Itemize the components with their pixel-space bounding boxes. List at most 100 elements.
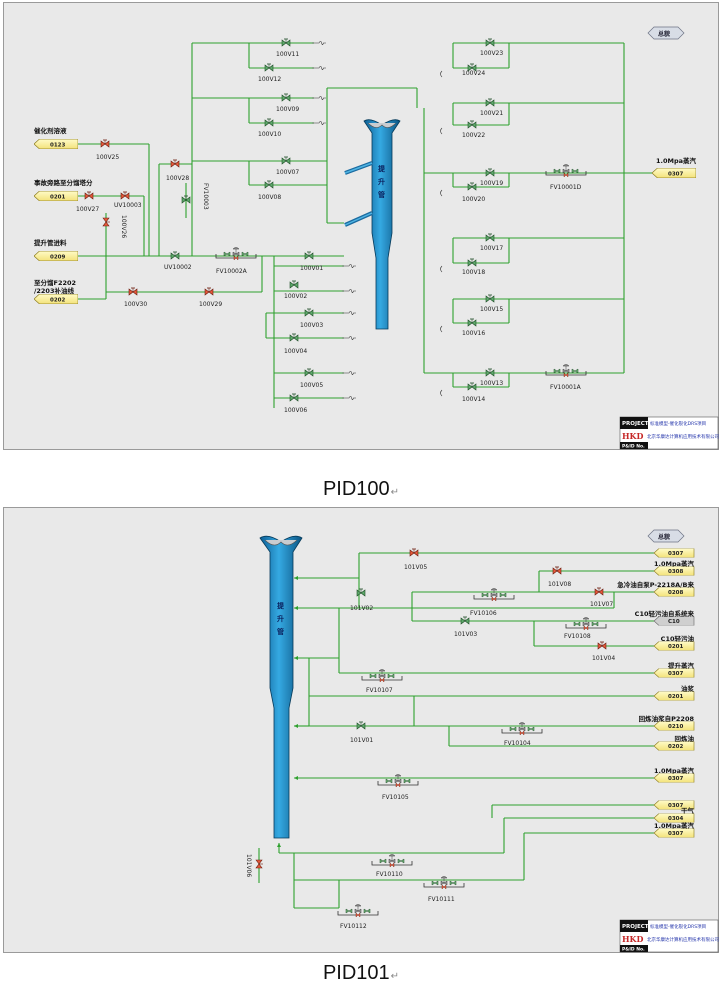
valve-101v07[interactable] bbox=[594, 587, 604, 596]
label-100v13: 100V13 bbox=[480, 380, 503, 387]
valve-100v26[interactable] bbox=[102, 217, 111, 227]
stream-tag-8[interactable]: 0202 bbox=[668, 744, 683, 750]
stream-tag-4[interactable]: 0201 bbox=[668, 644, 683, 650]
stream-tag-4[interactable]: 0307 bbox=[668, 172, 683, 178]
caption-pid101-text: PID101 bbox=[322, 962, 390, 984]
valve-100v08[interactable] bbox=[264, 180, 274, 189]
label-100v18: 100V18 bbox=[462, 269, 485, 276]
valve-100v10[interactable] bbox=[264, 118, 274, 127]
label-101v02: 101V02 bbox=[350, 605, 373, 612]
valve-100v02[interactable] bbox=[289, 280, 299, 289]
stream-tag-11[interactable]: 0304 bbox=[668, 816, 683, 822]
stream-tag-0[interactable]: 0307 bbox=[668, 551, 683, 557]
stream-title-3: C10轻污油自系统来 bbox=[635, 609, 695, 618]
valve-101v04[interactable] bbox=[597, 641, 607, 650]
valve-100v05[interactable] bbox=[304, 368, 314, 377]
valve-101v03[interactable] bbox=[460, 616, 470, 625]
label-uv10003: UV10003 bbox=[114, 202, 142, 209]
stream-tag-6[interactable]: 0201 bbox=[668, 694, 683, 700]
control-valve-fv10105[interactable] bbox=[377, 774, 419, 788]
control-valve-fv10106[interactable] bbox=[473, 588, 515, 602]
label-100v16: 100V16 bbox=[462, 330, 485, 337]
valve-100v28[interactable] bbox=[170, 159, 180, 168]
overview-button[interactable]: 总貌 bbox=[647, 529, 685, 543]
riser bbox=[259, 535, 303, 839]
valve-101v05[interactable] bbox=[409, 548, 419, 557]
valve-101v06[interactable] bbox=[255, 859, 264, 869]
label-100v01: 100V01 bbox=[300, 265, 323, 272]
stream-tag-3[interactable]: C10 bbox=[668, 619, 680, 625]
overview-button-label[interactable]: 总貌 bbox=[658, 30, 670, 38]
control-valve-fv10110[interactable] bbox=[371, 854, 413, 868]
valve-100v27[interactable] bbox=[84, 191, 94, 200]
overview-button[interactable]: 总貌 bbox=[647, 26, 685, 40]
control-valve-fv10112[interactable] bbox=[337, 904, 379, 918]
stream-tag-1[interactable]: 0308 bbox=[668, 569, 683, 575]
valve-100v03[interactable] bbox=[304, 308, 314, 317]
stream-title-0: 催化剂溶液 bbox=[34, 126, 67, 135]
valve-100v25[interactable] bbox=[100, 139, 110, 148]
label-100v17: 100V17 bbox=[480, 245, 503, 252]
label-fv10105: FV10105 bbox=[382, 794, 409, 801]
valve-100v18[interactable] bbox=[467, 258, 477, 267]
label-fv10001a: FV10001A bbox=[550, 384, 582, 391]
stream-tag-2[interactable]: 0209 bbox=[50, 255, 65, 261]
label-101v07: 101V07 bbox=[590, 601, 613, 608]
stream-title-3: 至分馏F2202 bbox=[34, 278, 76, 287]
valve-uv10002[interactable] bbox=[170, 251, 180, 260]
valve-100v19[interactable] bbox=[485, 168, 495, 177]
control-valve-fv10001d[interactable] bbox=[545, 164, 587, 178]
stream-tag-2[interactable]: 0208 bbox=[668, 590, 683, 596]
stream-tag-1[interactable]: 0201 bbox=[50, 195, 65, 201]
stream-connectors: 催化剂溶液 0123 事故旁路至分馏塔分 0201 提升管进料 0209 至分馏… bbox=[34, 126, 697, 304]
valve-100v20[interactable] bbox=[467, 182, 477, 191]
valve-100v14[interactable] bbox=[467, 382, 477, 391]
tb-project-label: PROJECT bbox=[622, 421, 649, 427]
valve-100v21[interactable] bbox=[485, 98, 495, 107]
control-valve-fv10104[interactable] bbox=[501, 722, 543, 736]
valve-100v22[interactable] bbox=[467, 120, 477, 129]
riser-label-text: 提升管 bbox=[377, 164, 386, 199]
stream-tag-10[interactable]: 0307 bbox=[668, 803, 683, 809]
label-fv10003: FV10003 bbox=[202, 183, 209, 210]
label-101v08: 101V08 bbox=[548, 581, 571, 588]
valve-100v17[interactable] bbox=[485, 233, 495, 242]
control-valve-fv10108[interactable] bbox=[565, 617, 607, 631]
riser bbox=[344, 119, 401, 330]
valve-100v15[interactable] bbox=[485, 294, 495, 303]
stream-connectors: 03071.0Mpa蒸汽0308急冷油自泵P-2218A/B来0208C10轻污… bbox=[617, 548, 695, 838]
valve-100v30[interactable] bbox=[128, 287, 138, 296]
stream-title-12: 1.0Mpa蒸汽 bbox=[654, 821, 695, 830]
valve-101v02[interactable] bbox=[356, 588, 366, 597]
valve-uv10003[interactable] bbox=[120, 191, 130, 200]
pid101-panel: 101V05 101V08 101V07 101V02 FV10106 101V… bbox=[3, 507, 719, 953]
valve-100v11[interactable] bbox=[281, 38, 291, 47]
overview-button-label[interactable]: 总貌 bbox=[658, 533, 670, 541]
label-100v27: 100V27 bbox=[76, 206, 99, 213]
valve-100v07[interactable] bbox=[281, 156, 291, 165]
valve-100v01[interactable] bbox=[304, 251, 314, 260]
valve-100v23[interactable] bbox=[485, 38, 495, 47]
valve-100v12[interactable] bbox=[264, 63, 274, 72]
valve-100v04[interactable] bbox=[289, 333, 299, 342]
tb-company: 北京华康达计算机应用技术有限公司 bbox=[647, 433, 719, 440]
valve-100v09[interactable] bbox=[281, 93, 291, 102]
stream-tag-9[interactable]: 0307 bbox=[668, 776, 683, 782]
valve-101v01[interactable] bbox=[356, 721, 366, 730]
stream-tag-5[interactable]: 0307 bbox=[668, 671, 683, 677]
valve-100v29[interactable] bbox=[204, 287, 214, 296]
stream-tag-12[interactable]: 0307 bbox=[668, 831, 683, 837]
valve-101v08[interactable] bbox=[552, 566, 562, 575]
label-100v20: 100V20 bbox=[462, 196, 485, 203]
stream-tag-3[interactable]: 0202 bbox=[50, 298, 65, 304]
valve-100v06[interactable] bbox=[289, 393, 299, 402]
valve-100v16[interactable] bbox=[467, 318, 477, 327]
stream-tag-0[interactable]: 0123 bbox=[50, 143, 65, 149]
stream-tag-7[interactable]: 0210 bbox=[668, 724, 683, 730]
control-valve-fv10107[interactable] bbox=[361, 669, 403, 683]
valve-100v13[interactable] bbox=[485, 368, 495, 377]
label-100v29: 100V29 bbox=[199, 301, 222, 308]
control-valve-fv10002a[interactable] bbox=[215, 247, 257, 261]
control-valve-fv10111[interactable] bbox=[423, 876, 465, 890]
control-valve-fv10001a[interactable] bbox=[545, 364, 587, 378]
